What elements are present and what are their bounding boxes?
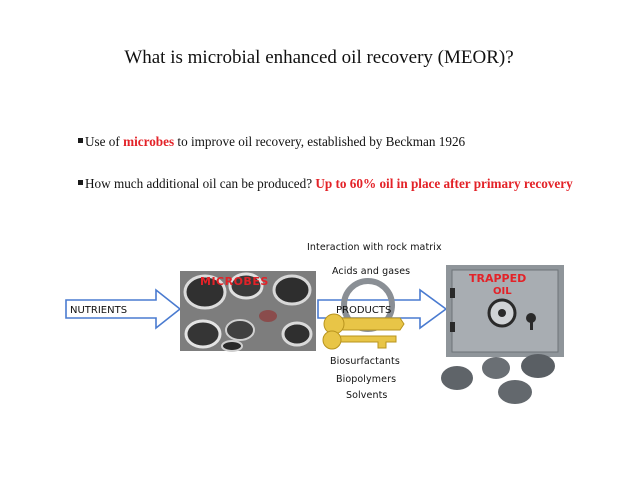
caption-biopolymers: Biopolymers [336,374,396,385]
bullet-additional-oil: How much additional oil can be produced?… [78,175,618,193]
bullet2-highlight: Up to 60% oil in place after primary rec… [315,176,572,191]
nutrients-label: NUTRIENTS [70,305,127,316]
bullet-microbes-definition: Use of microbes to improve oil recovery,… [78,133,598,151]
bullet1-prefix: Use of [85,134,123,149]
bullet1-suffix: to improve oil recovery, established by … [174,134,465,149]
caption-acids-gases: Acids and gases [332,266,410,277]
oil-droplets-icon [441,354,555,404]
bullet2-prefix: How much additional oil can be produced? [85,176,315,191]
trapped-label: TRAPPED [469,272,526,285]
keys-icon: PRODUCTS [323,281,404,349]
caption-biosurfactants: Biosurfactants [330,356,400,367]
meor-process-diagram: NUTRIENTS MICROBES PRODUCTS [0,236,638,416]
caption-rock-matrix: Interaction with rock matrix [307,242,442,253]
bullet-square-icon [78,138,83,143]
caption-solvents: Solvents [346,390,387,401]
nutrients-arrow: NUTRIENTS [66,290,180,328]
oil-label: OIL [493,286,512,297]
microbes-image: MICROBES [180,271,316,351]
safe-icon: TRAPPED OIL [446,265,564,357]
bullet-square-icon [78,180,83,185]
slide-title: What is microbial enhanced oil recovery … [0,47,638,69]
bullet1-highlight: microbes [123,134,174,149]
microbes-label: MICROBES [200,275,269,288]
products-label: PRODUCTS [336,305,391,316]
